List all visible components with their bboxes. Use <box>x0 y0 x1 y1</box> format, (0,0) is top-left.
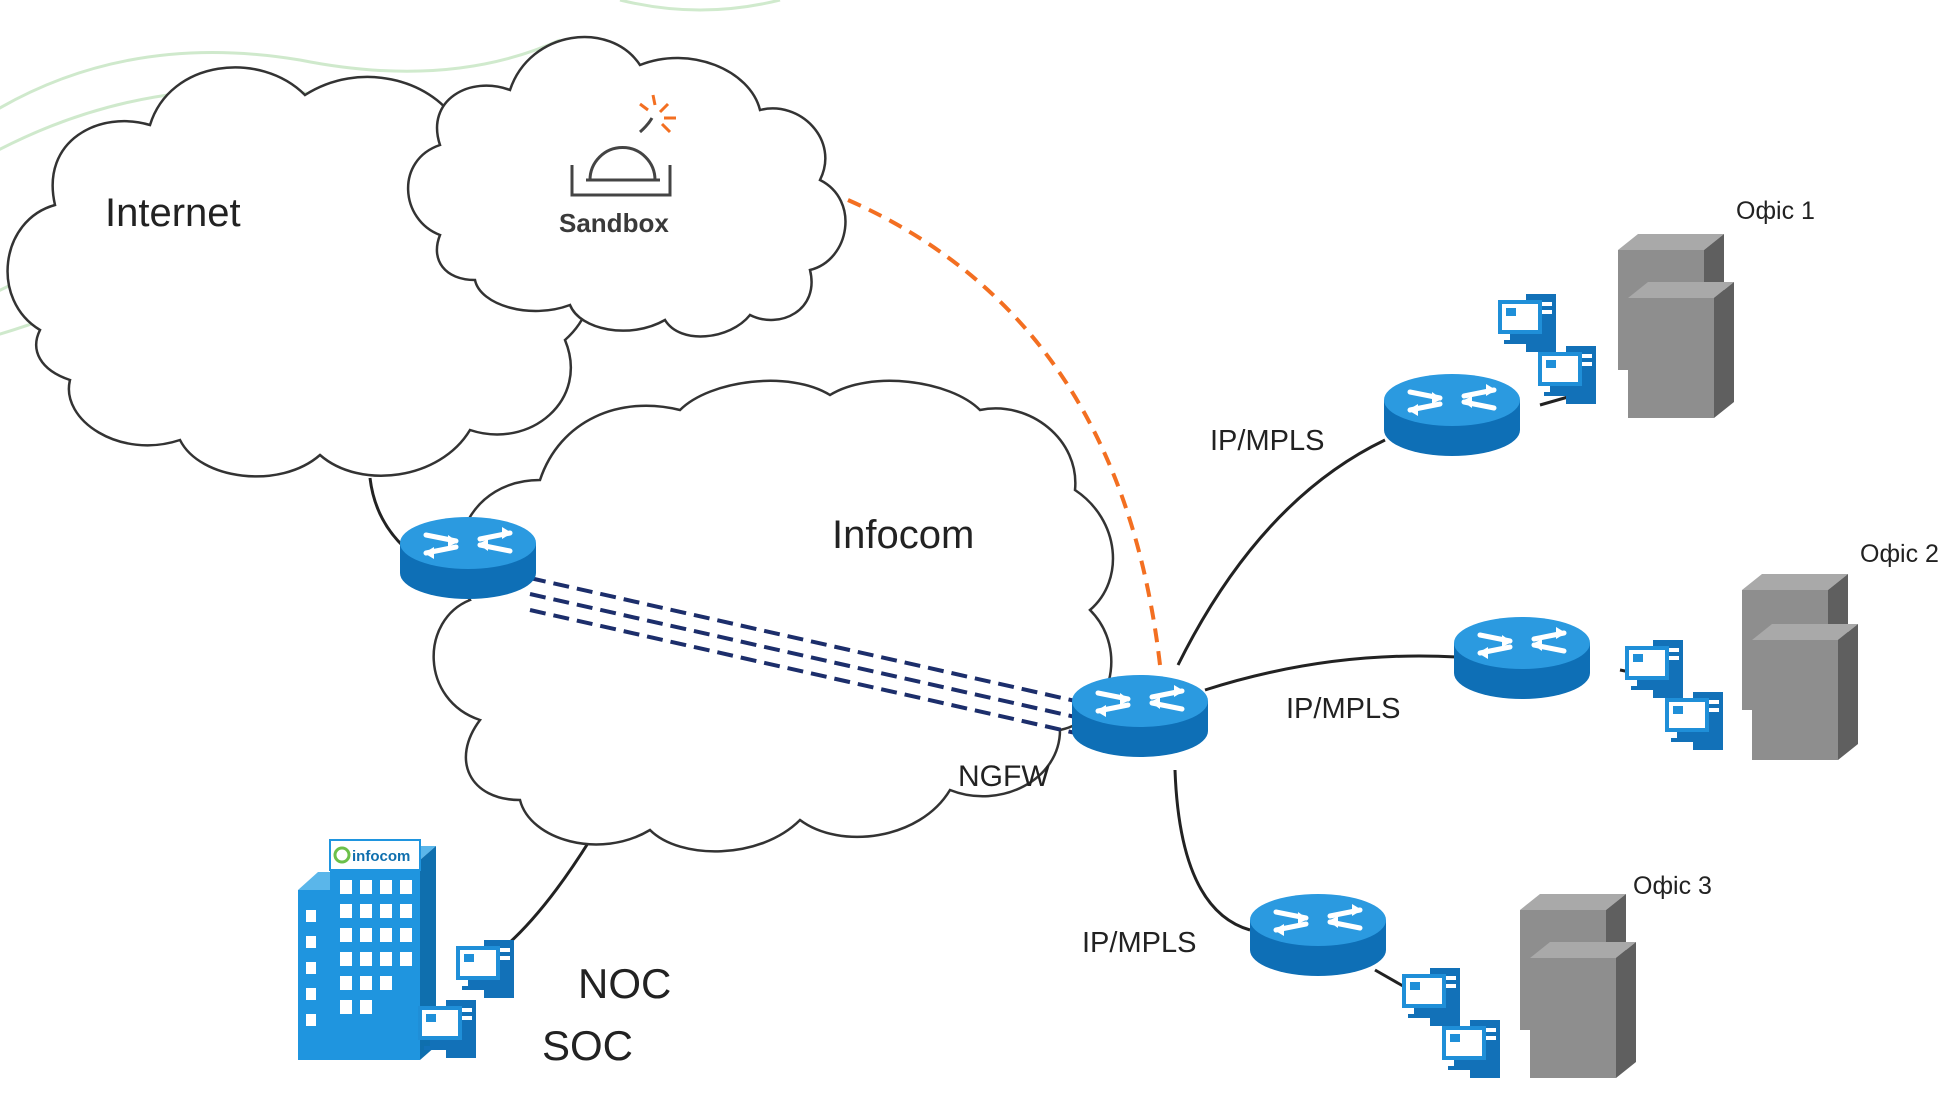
office3-workstation-icon <box>1402 968 1460 1026</box>
link-ngfw-office2 <box>1204 654 1458 692</box>
ngfw-router-icon[interactable] <box>1072 675 1208 757</box>
sandbox-link <box>847 198 1162 666</box>
noc-label: NOC <box>578 960 671 1007</box>
tunnels <box>529 576 1081 736</box>
office1-workstation-icon-2 <box>1538 346 1596 404</box>
office1-router-icon[interactable] <box>1384 374 1520 456</box>
office2-router-icon[interactable] <box>1454 617 1590 699</box>
office3-label: Офіс 3 <box>1633 872 1712 900</box>
office2-workstation-icon-2 <box>1665 692 1723 750</box>
office3-workstation-icon-2 <box>1442 1020 1500 1078</box>
soc-workstation-icon <box>418 1000 476 1058</box>
link-ngfw-office3 <box>1173 769 1251 932</box>
office1-building-icon <box>1618 234 1734 418</box>
link-core-noc <box>494 839 592 957</box>
office2-building-icon <box>1742 574 1858 760</box>
office3-router-icon[interactable] <box>1250 894 1386 976</box>
sandbox-label: Sandbox <box>559 208 669 238</box>
diagram-labels: Internet Sandbox Infocom NGFW IP/MPLS IP… <box>105 191 1939 1069</box>
core-edge-router-icon[interactable] <box>400 517 536 599</box>
soc-label: SOC <box>542 1022 633 1069</box>
noc-workstation-icon <box>456 940 514 998</box>
office2-label: Офіс 2 <box>1860 540 1939 568</box>
ngfw-label: NGFW <box>958 760 1050 793</box>
infocom-label: Infocom <box>832 513 974 557</box>
office1-label: Офіс 1 <box>1736 197 1815 225</box>
office1-workstation-icon <box>1498 294 1556 352</box>
ipmpls-label-2: IP/MPLS <box>1286 693 1400 725</box>
office3-building-icon <box>1520 894 1636 1078</box>
sandbox-cloud <box>406 35 847 338</box>
link-ngfw-office1 <box>1176 438 1386 666</box>
hq-logo-text: infocom <box>352 848 410 865</box>
ipmpls-label-3: IP/MPLS <box>1082 927 1196 959</box>
sandbox-bomb-icon <box>570 94 676 197</box>
ipmpls-label-1: IP/MPLS <box>1210 425 1324 457</box>
link-internet-core <box>368 477 407 550</box>
internet-label: Internet <box>105 191 241 235</box>
hq-building-icon: infocom <box>298 839 436 1060</box>
infocom-cloud <box>432 379 1115 853</box>
office2-workstation-icon <box>1625 640 1683 698</box>
